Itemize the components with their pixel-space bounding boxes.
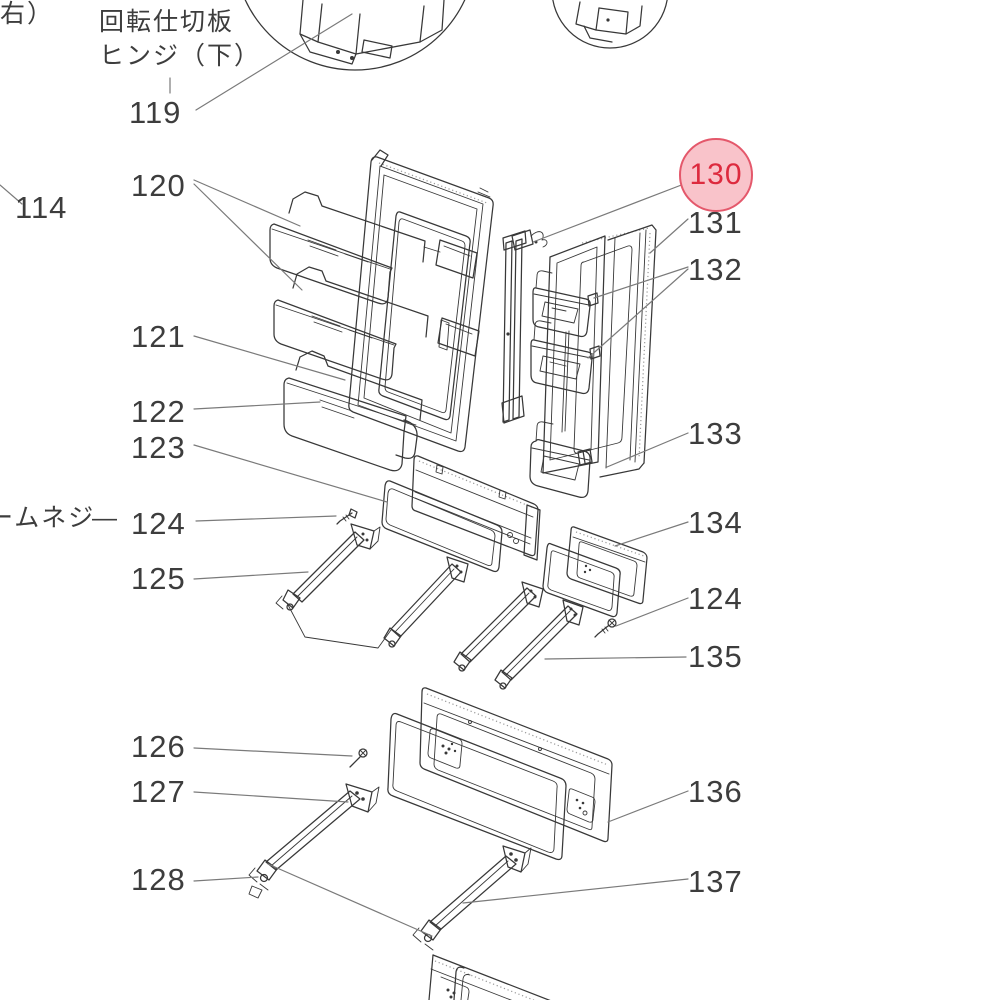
part-label-124-right: 124 bbox=[688, 581, 743, 616]
screw-126 bbox=[349, 748, 368, 768]
door-pocket-122 bbox=[283, 350, 423, 472]
rail-125 bbox=[275, 523, 469, 649]
part-label-124-left: 124 bbox=[131, 506, 186, 541]
leader-lines bbox=[0, 13, 689, 937]
door-134 bbox=[566, 526, 648, 605]
door-136 bbox=[419, 687, 613, 843]
detail-circle-left bbox=[244, 0, 466, 71]
part-label-131: 131 bbox=[688, 205, 743, 240]
clipped-text-screw: ームネジ bbox=[0, 504, 96, 532]
tray-panel bbox=[411, 455, 541, 561]
part-label-128: 128 bbox=[131, 862, 186, 897]
clipped-text-right: 右） bbox=[0, 0, 55, 28]
bottom-partial-door bbox=[428, 954, 551, 1000]
part-label-135: 135 bbox=[688, 639, 743, 674]
gasket-136 bbox=[387, 712, 567, 861]
detail-circle-right bbox=[552, 0, 668, 49]
right-door-bin-upper-132 bbox=[532, 270, 599, 338]
part-label-120: 120 bbox=[131, 168, 186, 203]
part-label-126: 126 bbox=[131, 729, 186, 764]
part-label-134: 134 bbox=[688, 505, 743, 540]
part-label-136: 136 bbox=[688, 774, 743, 809]
door-pocket-middle-120 bbox=[273, 266, 480, 381]
part-label-133: 133 bbox=[688, 416, 743, 451]
part-label-132: 132 bbox=[688, 252, 743, 287]
right-door-assembly bbox=[542, 224, 657, 478]
part-label-114: 114 bbox=[15, 190, 68, 225]
rail-137 bbox=[412, 845, 532, 951]
screw-124-right bbox=[594, 618, 617, 638]
dash-separator: — bbox=[92, 504, 118, 532]
highlight-circle-130[interactable]: 130 bbox=[679, 138, 753, 212]
note-kaiten-shikiriban: 回転仕切板 bbox=[99, 8, 235, 36]
part-label-123: 123 bbox=[131, 430, 186, 465]
part-label-122: 122 bbox=[131, 394, 186, 429]
part-label-130: 130 bbox=[689, 158, 743, 191]
gasket-134 bbox=[542, 542, 621, 618]
rail-135 bbox=[453, 581, 584, 690]
gasket-121 bbox=[378, 211, 471, 421]
partition-strip bbox=[501, 230, 527, 424]
gasket-123 bbox=[381, 480, 503, 573]
door-pocket-upper-120 bbox=[269, 191, 478, 305]
rail-127 bbox=[248, 783, 380, 899]
part-label-121: 121 bbox=[131, 319, 186, 354]
right-door-bin-lower-132 bbox=[530, 320, 601, 395]
screw-124-left bbox=[336, 508, 358, 525]
part-label-125: 125 bbox=[131, 561, 186, 596]
note-hinge-lower: ヒンジ（下） bbox=[99, 42, 262, 70]
part-label-127: 127 bbox=[131, 774, 186, 809]
left-door-panel bbox=[348, 149, 494, 453]
part-label-137: 137 bbox=[688, 864, 743, 899]
right-door-bin-bottom bbox=[529, 421, 593, 498]
part-label-119: 119 bbox=[129, 95, 182, 130]
